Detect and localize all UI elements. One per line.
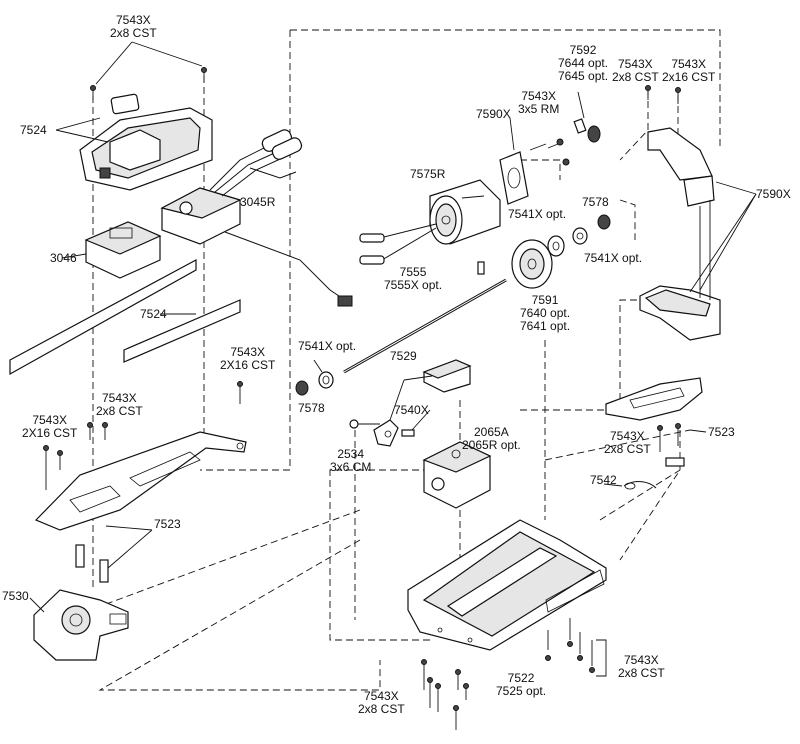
callout-line-1: 7543X xyxy=(101,391,137,405)
callout-line-2: 3x5 RM xyxy=(518,102,560,116)
left-rail-part xyxy=(34,431,247,531)
tape-strips-part xyxy=(9,258,241,376)
callout-top-screws-left: 7543X 2x8 CST xyxy=(110,14,157,40)
callout-motor-plate: 7590X xyxy=(476,107,511,121)
callout-line-1: 7522 xyxy=(507,671,535,685)
callout-line-2: 2x8 CST xyxy=(96,404,143,418)
motor-mount-part xyxy=(639,127,721,341)
driveshaft-part xyxy=(343,261,507,374)
callout-bearing-mid: 7541X opt. xyxy=(508,207,567,221)
callout-pinion-top: 7592 7644 opt. 7645 opt. xyxy=(558,44,608,83)
callout-rail-left: 7523 xyxy=(154,517,181,531)
callout-line-3: 7645 opt. xyxy=(558,69,609,83)
callout-line-2: 2x8 CST xyxy=(110,26,157,40)
gearbox-part xyxy=(33,589,129,661)
callout-line-2: 2X16 CST xyxy=(220,358,276,372)
callout-motor-mount: 7590X xyxy=(756,187,791,201)
servo-assembly xyxy=(349,359,492,509)
callout-line-2: 7525 opt. xyxy=(496,684,547,698)
callout-spur-gear: 7591 7640 opt. 7641 opt. xyxy=(520,294,570,333)
callout-driveshaft: 7555 7555X opt. xyxy=(384,266,442,292)
callout-rail-right: 7523 xyxy=(708,425,735,439)
side-screws xyxy=(43,381,243,490)
top-screws-right xyxy=(645,85,681,104)
callout-bearing-left: 7541X opt. xyxy=(298,339,357,353)
callout-servo-mount: 7529 xyxy=(390,349,417,363)
callout-servo-horn: 7540X xyxy=(394,403,429,417)
callout-chassis-plate: 7522 7525 opt. xyxy=(496,672,546,698)
callout-line-2: 2x8 CST xyxy=(604,442,651,456)
callout-line-1: 7543X xyxy=(363,689,399,703)
left-bearing-pinion xyxy=(295,371,334,396)
callout-line-1: 2534 xyxy=(337,447,365,461)
callout-line-2: 2x16 CST xyxy=(662,70,716,84)
callout-line-1: 7543X xyxy=(32,413,68,427)
pinion-top-part xyxy=(573,118,601,143)
receiver-part xyxy=(84,221,162,279)
callout-line-1: 7543X xyxy=(609,429,645,443)
callout-chassis-screws-a: 7543X 2x8 CST xyxy=(96,392,143,418)
leader-lines xyxy=(29,41,757,613)
callout-line-2: 7640 opt. xyxy=(520,306,571,320)
callout-line-2: 7555X opt. xyxy=(384,278,443,292)
spur-gear-assembly xyxy=(511,214,611,289)
callout-line-1: 7543X xyxy=(521,89,557,103)
callout-line-1: 7543X xyxy=(671,57,707,71)
esc-part xyxy=(160,129,353,307)
callout-side-screws-long: 7543X 2X16 CST xyxy=(220,346,275,372)
callout-line-2: 7644 opt. xyxy=(558,56,609,70)
callout-pinion-left: 7578 xyxy=(298,401,325,415)
callout-line-1: 7543X xyxy=(617,57,653,71)
callout-line-1: 7543X xyxy=(115,13,151,27)
callout-line-2: 2x8 CST xyxy=(358,702,405,716)
callout-servo-screw: 2534 3x6 CM xyxy=(330,448,371,474)
callout-line-1: 7591 xyxy=(531,293,559,307)
callout-line-1: 7543X xyxy=(623,653,659,667)
callout-bottom-screws-left: 7543X 2x8 CST xyxy=(358,690,405,716)
callout-esc: 3045R xyxy=(240,195,276,209)
rail-posts xyxy=(75,544,109,583)
chassis-plate-part xyxy=(407,519,607,651)
callout-tape: 7524 xyxy=(140,307,167,321)
callout-line-2: 2x8 CST xyxy=(612,70,659,84)
right-rail-part xyxy=(605,377,703,467)
callout-gearbox: 7530 xyxy=(2,589,29,603)
callout-line-1: 7555 xyxy=(399,265,427,279)
callout-line-2: 3x6 CM xyxy=(330,460,372,474)
top-screws-left xyxy=(90,67,207,100)
callout-receiver: 3046 xyxy=(50,251,77,265)
bottom-screws-right xyxy=(545,618,607,677)
callout-bottom-screws-right: 7543X 2x8 CST xyxy=(618,654,665,680)
callout-clip: 7542 xyxy=(590,473,617,487)
callout-rail-screws: 7543X 2x8 CST xyxy=(604,430,651,456)
callout-gear-small: 7578 xyxy=(582,195,609,209)
motor-part xyxy=(359,179,501,265)
callout-battery-box: 7524 xyxy=(20,123,47,137)
battery-box-part xyxy=(79,93,213,191)
callout-line-2: 2X16 CST xyxy=(22,426,78,440)
callout-line-1: 7543X xyxy=(230,345,266,359)
bottom-screws-left xyxy=(421,659,469,730)
callout-line-2: 2x8 CST xyxy=(618,666,665,680)
callout-top-screws-right-b: 7543X 2x16 CST xyxy=(662,58,715,84)
callout-line-2: 2065R opt. xyxy=(462,438,521,452)
callout-motor: 7575R xyxy=(410,167,446,181)
callout-line-3: 7641 opt. xyxy=(520,319,571,333)
callout-top-screws-right-a: 7543X 2x8 CST xyxy=(612,58,659,84)
callout-line-1: 2065A xyxy=(474,425,509,439)
callout-chassis-screws-b: 7543X 2X16 CST xyxy=(22,414,77,440)
callout-line-1: 7592 xyxy=(569,43,597,57)
callout-motor-screws: 7543X 3x5 RM xyxy=(518,90,559,116)
clip-part xyxy=(623,481,657,490)
callout-servo: 2065A 2065R opt. xyxy=(462,426,521,452)
callout-bearing-right: 7541X opt. xyxy=(584,251,643,265)
motor-plate-part xyxy=(499,138,570,205)
